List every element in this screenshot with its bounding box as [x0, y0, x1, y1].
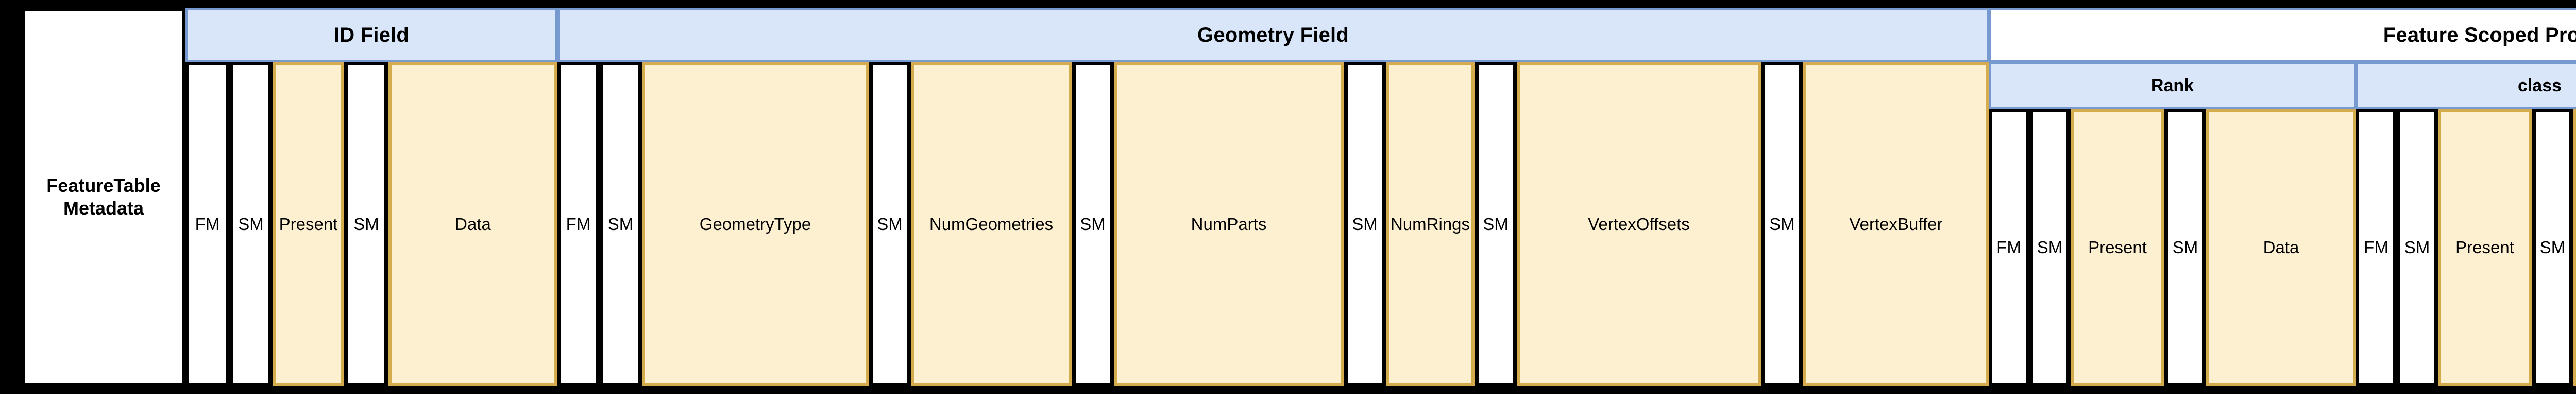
group-header-id-field: ID Field	[185, 8, 557, 62]
cell-geometry-field-sm-11: SM	[1762, 62, 1802, 386]
cell-label-sm: SM	[1769, 215, 1795, 234]
cell-label-sm: SM	[1483, 215, 1509, 234]
cell-label-present: Present	[279, 215, 338, 234]
cell-rank-sm-3: SM	[2165, 109, 2205, 386]
cell-rank-fm-0: FM	[1989, 109, 2029, 386]
cell-id-field-sm-3: SM	[345, 62, 387, 386]
cell-label-vertexoffsets: VertexOffsets	[1588, 215, 1690, 234]
cell-label-sm: SM	[2172, 238, 2198, 257]
cell-label-sm: SM	[877, 215, 903, 234]
cell-geometry-field-fm-0: FM	[557, 62, 599, 386]
cell-label-numparts: NumParts	[1191, 215, 1267, 234]
subgroup-header-class-label: class	[2517, 75, 2562, 95]
cell-label-sm: SM	[2539, 238, 2566, 257]
group-header-feature-scoped-property-fields-label: Feature Scoped Property Fields	[2383, 23, 2576, 46]
cell-label-sm: SM	[1080, 215, 1106, 234]
subgroup-header-class: class	[2356, 62, 2576, 109]
cell-label-present: Present	[2455, 238, 2514, 257]
cell-rank-data-4: Data	[2206, 109, 2356, 386]
cell-class-present-2: Present	[2438, 109, 2532, 386]
group-header-feature-scoped-property-fields: Feature Scoped Property Fields	[1989, 8, 2576, 62]
subgroup-header-rank: Rank	[1989, 62, 2356, 109]
cell-label-numgeometries: NumGeometries	[929, 215, 1054, 234]
cell-geometry-field-sm-5: SM	[1073, 62, 1113, 386]
cell-label-vertexbuffer: VertexBuffer	[1849, 215, 1943, 234]
cell-class-sm-1: SM	[2397, 109, 2437, 386]
cell-label-sm: SM	[2037, 238, 2063, 257]
cell-label-present: Present	[2088, 238, 2147, 257]
cell-id-field-data-4: Data	[388, 62, 557, 386]
cell-id-field-fm-0: FM	[185, 62, 229, 386]
cell-geometry-field-numgeometries-4: NumGeometries	[911, 62, 1072, 386]
cell-label-sm: SM	[1352, 215, 1378, 234]
cell-geometry-field-numrings-8: NumRings	[1386, 62, 1475, 386]
cell-label-numrings: NumRings	[1390, 215, 1470, 234]
cell-label-sm: SM	[2404, 238, 2430, 257]
cell-geometry-field-sm-3: SM	[870, 62, 910, 386]
subgroup-header-rank-label: Rank	[2150, 75, 2194, 95]
cell-geometry-field-sm-1: SM	[600, 62, 641, 386]
group-header-geometry-field: Geometry Field	[557, 8, 1989, 62]
group-header-geometry-field-label: Geometry Field	[1197, 23, 1349, 46]
cell-label-fm: FM	[1996, 238, 2021, 257]
cell-class-data-4: Data	[2573, 109, 2576, 386]
cell-label-fm: FM	[195, 215, 220, 234]
cell-rank-sm-1: SM	[2030, 109, 2070, 386]
cell-geometry-field-sm-9: SM	[1476, 62, 1516, 386]
cell-label-data: Data	[455, 215, 491, 234]
cell-class-fm-0: FM	[2356, 109, 2396, 386]
cell-geometry-field-sm-7: SM	[1345, 62, 1385, 386]
cell-label-data: Data	[2263, 238, 2299, 257]
cell-label-geometrytype: GeometryType	[699, 215, 811, 234]
cell-label-fm: FM	[566, 215, 591, 234]
cell-id-field-sm-1: SM	[230, 62, 272, 386]
cell-class-sm-3: SM	[2533, 109, 2572, 386]
cell-label-sm: SM	[238, 215, 264, 234]
cell-geometry-field-geometrytype-2: GeometryType	[642, 62, 869, 386]
cell-geometry-field-vertexbuffer-12: VertexBuffer	[1803, 62, 1989, 386]
cell-rank-present-2: Present	[2071, 109, 2164, 386]
group-header-id-field-label: ID Field	[333, 23, 410, 46]
cell-label-sm: SM	[607, 215, 634, 234]
cell-label-fm: FM	[2364, 238, 2388, 257]
cell-label-sm: SM	[353, 215, 379, 234]
cell-id-field-present-2: Present	[273, 62, 344, 386]
cell-geometry-field-numparts-6: NumParts	[1114, 62, 1344, 386]
cell-geometry-field-vertexoffsets-10: VertexOffsets	[1517, 62, 1761, 386]
